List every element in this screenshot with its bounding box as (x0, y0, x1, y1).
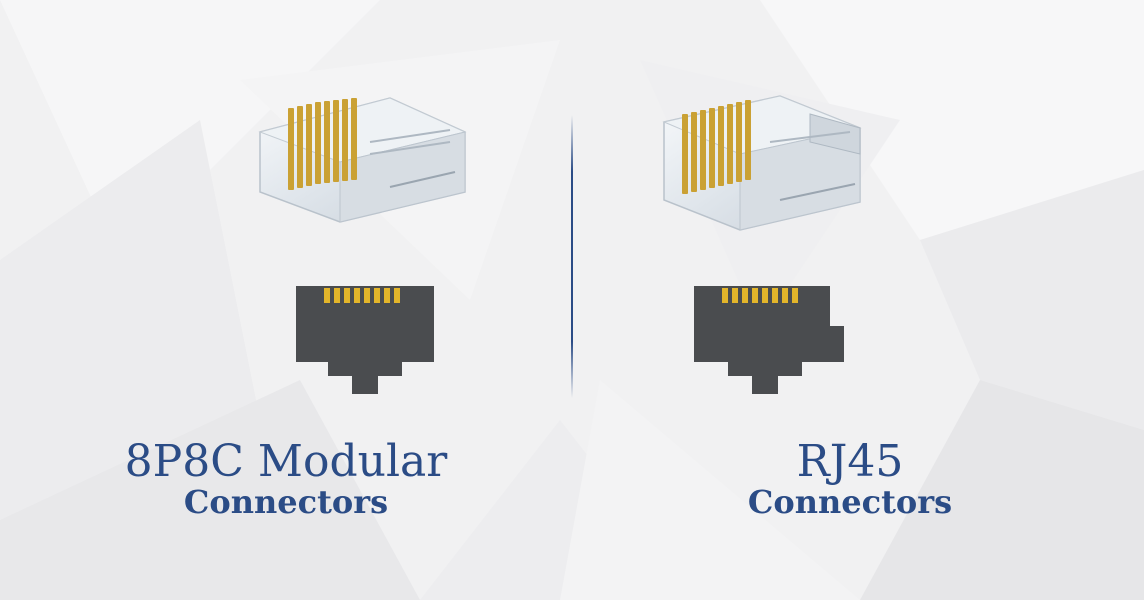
panel-rj45: RJ45 Connectors (572, 0, 1144, 600)
panel-8p8c: 8P8C Modular Connectors (124, 97, 467, 521)
rj45-title: RJ45 (796, 436, 904, 487)
plug-pins (682, 100, 751, 194)
rj45-plug-icon (662, 95, 862, 231)
jack-pins (722, 288, 798, 303)
rj45-jack-icon (694, 286, 844, 394)
8p8c-plug-icon (258, 97, 467, 223)
center-divider (571, 115, 573, 398)
8p8c-jack-icon (296, 286, 434, 394)
8p8c-title: 8P8C Modular (124, 436, 448, 487)
rj45-subtitle: Connectors (747, 483, 953, 521)
jack-pins (324, 288, 400, 303)
plug-pins (288, 98, 357, 190)
8p8c-subtitle: Connectors (183, 483, 389, 521)
